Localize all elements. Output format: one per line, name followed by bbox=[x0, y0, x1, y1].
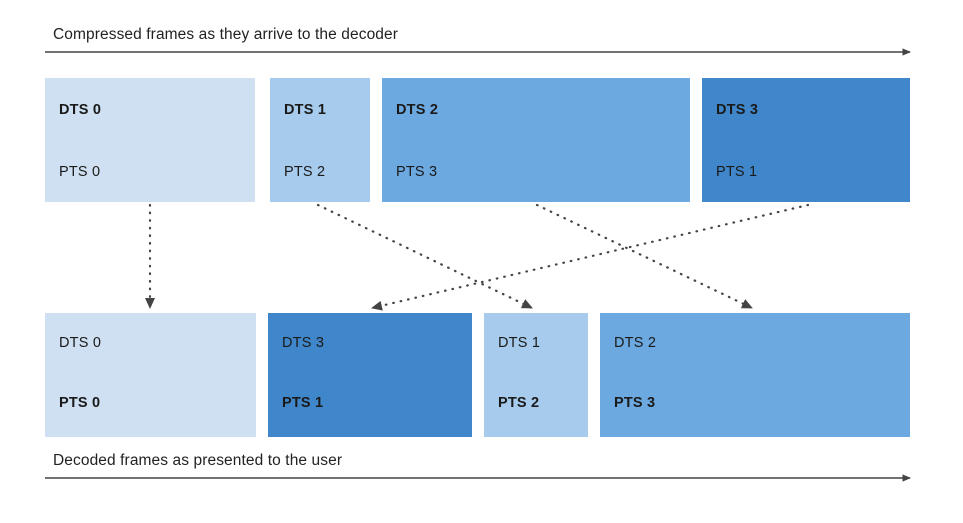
frame-mapping-arrows bbox=[145, 203, 810, 311]
dts-label: DTS 3 bbox=[282, 335, 325, 351]
frame-box: DTS 1 PTS 2 bbox=[270, 78, 370, 202]
mapping-arrow bbox=[535, 203, 754, 310]
dts-label: DTS 2 bbox=[396, 102, 439, 118]
pts-label: PTS 3 bbox=[614, 395, 656, 411]
bottom-caption: Decoded frames as presented to the user bbox=[53, 452, 343, 469]
frame-box: DTS 0 PTS 0 bbox=[45, 78, 255, 202]
top-caption: Compressed frames as they arrive to the … bbox=[53, 26, 398, 43]
frame-box: DTS 2 PTS 3 bbox=[600, 313, 910, 437]
frame-box: DTS 1 PTS 2 bbox=[484, 313, 588, 437]
dts-label: DTS 1 bbox=[498, 335, 541, 351]
pts-label: PTS 2 bbox=[284, 164, 326, 180]
pts-label: PTS 0 bbox=[59, 395, 101, 411]
dts-label: DTS 0 bbox=[59, 335, 102, 351]
dts-label: DTS 0 bbox=[59, 102, 102, 118]
pts-label: PTS 1 bbox=[716, 164, 758, 180]
frame-box: DTS 3 PTS 1 bbox=[702, 78, 910, 202]
mapping-arrow bbox=[370, 203, 810, 311]
pts-label: PTS 0 bbox=[59, 164, 101, 180]
dts-label: DTS 1 bbox=[284, 102, 327, 118]
dts-label: DTS 2 bbox=[614, 335, 657, 351]
mapping-arrow bbox=[316, 203, 534, 310]
pts-label: PTS 1 bbox=[282, 395, 324, 411]
pts-label: PTS 3 bbox=[396, 164, 438, 180]
frame-box: DTS 2 PTS 3 bbox=[382, 78, 690, 202]
dts-label: DTS 3 bbox=[716, 102, 759, 118]
pts-label: PTS 2 bbox=[498, 395, 540, 411]
frame-box: DTS 3 PTS 1 bbox=[268, 313, 472, 437]
frame-box: DTS 0 PTS 0 bbox=[45, 313, 256, 437]
